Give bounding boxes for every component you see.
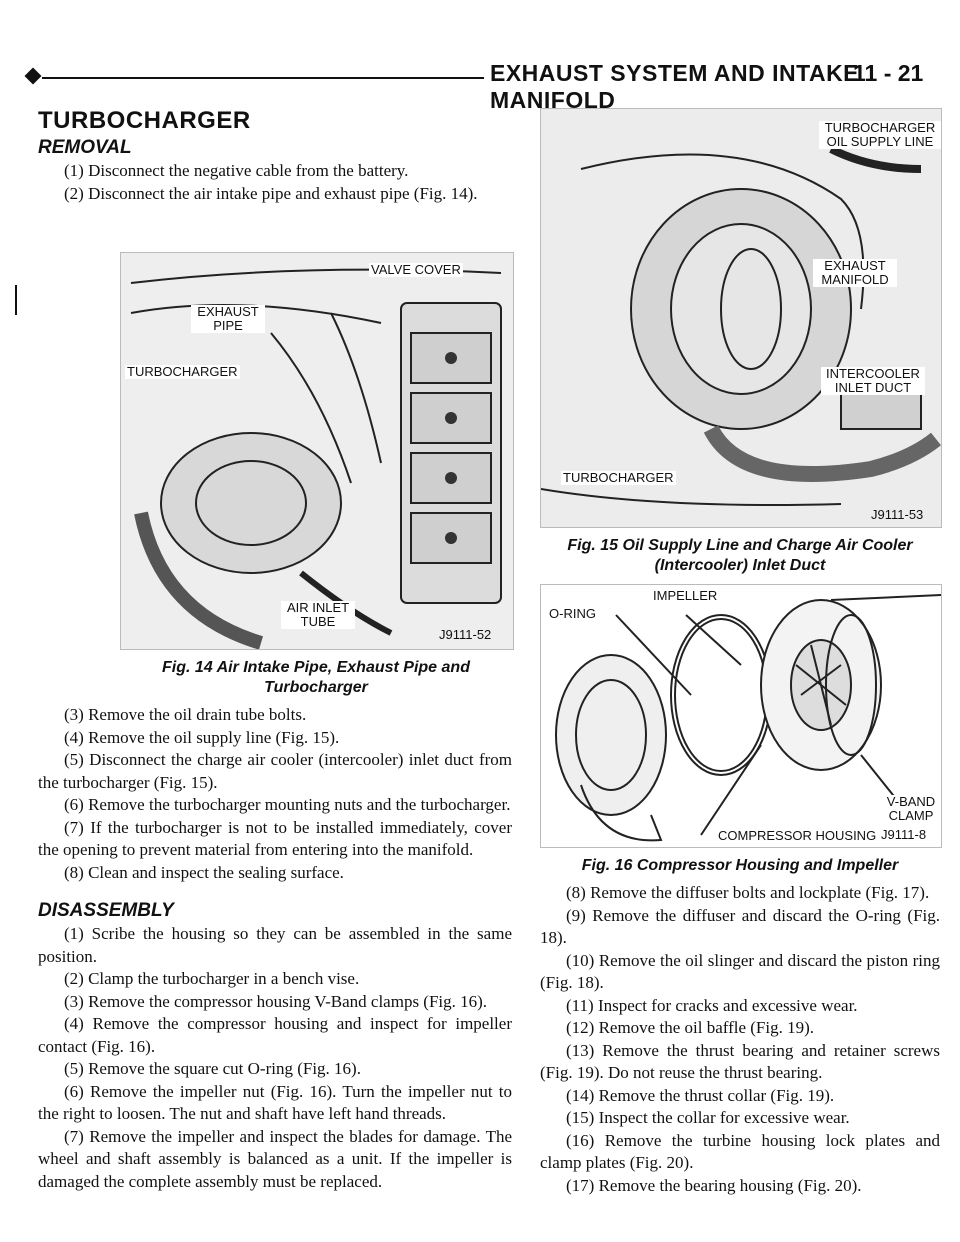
label-oil-supply-line: TURBOCHARGER OIL SUPPLY LINE xyxy=(819,121,941,149)
section-title: TURBOCHARGER xyxy=(38,107,251,134)
step-text: (13) Remove the thrust bearing and retai… xyxy=(540,1040,940,1083)
step-text: (3) Remove the compressor housing V-Band… xyxy=(64,991,488,1011)
step-text: (4) Remove the oil supply line (Fig. 15)… xyxy=(64,727,340,747)
step-text: (5) Remove the square cut O-ring (Fig. 1… xyxy=(64,1059,361,1078)
fig14-code: J9111-52 xyxy=(439,627,492,642)
step-text: (16) Remove the turbine housing lock pla… xyxy=(540,1130,940,1173)
header-rule xyxy=(42,77,484,79)
step-text: (3) Remove the oil drain tube bolts. xyxy=(64,705,307,724)
header-bullet xyxy=(24,67,42,85)
step-text: (8) Clean and inspect the sealing surfac… xyxy=(64,862,344,882)
fig14-caption: Fig. 14 Air Intake Pipe, Exhaust Pipe an… xyxy=(162,659,470,696)
removal-steps-a: (1) Disconnect the negative cable from t… xyxy=(38,160,512,205)
step-text: (7) Remove the impeller and inspect the … xyxy=(38,1126,512,1191)
compressor-drawing xyxy=(541,585,941,847)
fig14-illustration: VALVE COVER EXHAUST PIPE TURBOCHARGER AI… xyxy=(120,252,514,650)
label-intercooler-inlet-duct: INTERCOOLER INLET DUCT xyxy=(821,367,925,395)
disassembly-steps: (1) Scribe the housing so they can be as… xyxy=(38,923,512,1193)
removal-heading: REMOVAL xyxy=(38,137,132,158)
step-text: (11) Inspect for cracks and excessive we… xyxy=(566,995,858,1015)
step-text: (10) Remove the oil slinger and discard … xyxy=(540,950,940,993)
step-text: (17) Remove the bearing housing (Fig. 20… xyxy=(566,1175,862,1195)
label-impeller: IMPELLER xyxy=(651,588,720,603)
step-text: (14) Remove the thrust collar (Fig. 19). xyxy=(566,1085,835,1105)
fig15-code: J9111-53 xyxy=(871,507,924,522)
step-text: (1) Scribe the housing so they can be as… xyxy=(38,924,512,966)
step-text: (1) Disconnect the negative cable from t… xyxy=(64,161,409,180)
step-text: (8) Remove the diffuser bolts and lockpl… xyxy=(566,883,930,902)
step-text: (15) Inspect the collar for excessive we… xyxy=(566,1108,850,1127)
fig15-caption: Fig. 15 Oil Supply Line and Charge Air C… xyxy=(567,537,913,574)
fig16-caption: Fig. 16 Compressor Housing and Impeller xyxy=(581,857,899,874)
step-text: (4) Remove the compressor housing and in… xyxy=(38,1014,512,1056)
disassembly-heading: DISASSEMBLY xyxy=(38,900,174,921)
fig16-illustration: IMPELLER O-RING V-BAND CLAMP COMPRESSOR … xyxy=(540,584,942,848)
step-text: (5) Disconnect the charge air cooler (in… xyxy=(38,750,512,792)
label-turbocharger: TURBOCHARGER xyxy=(561,470,676,485)
label-v-band-clamp: V-BAND CLAMP xyxy=(881,795,941,823)
label-exhaust-manifold: EXHAUST MANIFOLD xyxy=(813,259,897,287)
disassembly-steps-right: (8) Remove the diffuser bolts and lockpl… xyxy=(540,882,940,1197)
page-number: 11 - 21 xyxy=(853,60,924,86)
step-text: (6) Remove the impeller nut (Fig. 16). T… xyxy=(38,1081,512,1124)
step-text: (2) Disconnect the air intake pipe and e… xyxy=(64,183,478,203)
label-exhaust-pipe: EXHAUST PIPE xyxy=(191,305,265,333)
step-text: (2) Clamp the turbocharger in a bench vi… xyxy=(64,969,360,988)
step-text: (12) Remove the oil baffle (Fig. 19). xyxy=(566,1018,815,1037)
margin-change-bar xyxy=(15,285,17,315)
page-header-title: EXHAUST SYSTEM AND INTAKE MANIFOLD xyxy=(490,60,860,113)
step-text: (7) If the turbocharger is not to be ins… xyxy=(38,817,512,860)
fig16-code: J9111-8 xyxy=(881,827,927,842)
fig15-illustration: TURBOCHARGER OIL SUPPLY LINE EXHAUST MAN… xyxy=(540,108,942,528)
step-text: (9) Remove the diffuser and discard the … xyxy=(540,905,940,948)
label-valve-cover: VALVE COVER xyxy=(369,262,463,277)
engine-drawing xyxy=(121,253,513,649)
label-turbocharger: TURBOCHARGER xyxy=(125,364,240,379)
label-compressor-housing: COMPRESSOR HOUSING xyxy=(716,828,879,843)
turbo-drawing xyxy=(541,109,941,527)
step-text: (6) Remove the turbocharger mounting nut… xyxy=(64,795,511,814)
label-air-inlet-tube: AIR INLET TUBE xyxy=(281,601,355,629)
label-o-ring: O-RING xyxy=(547,606,598,621)
removal-steps-b: (3) Remove the oil drain tube bolts. (4)… xyxy=(38,704,512,884)
